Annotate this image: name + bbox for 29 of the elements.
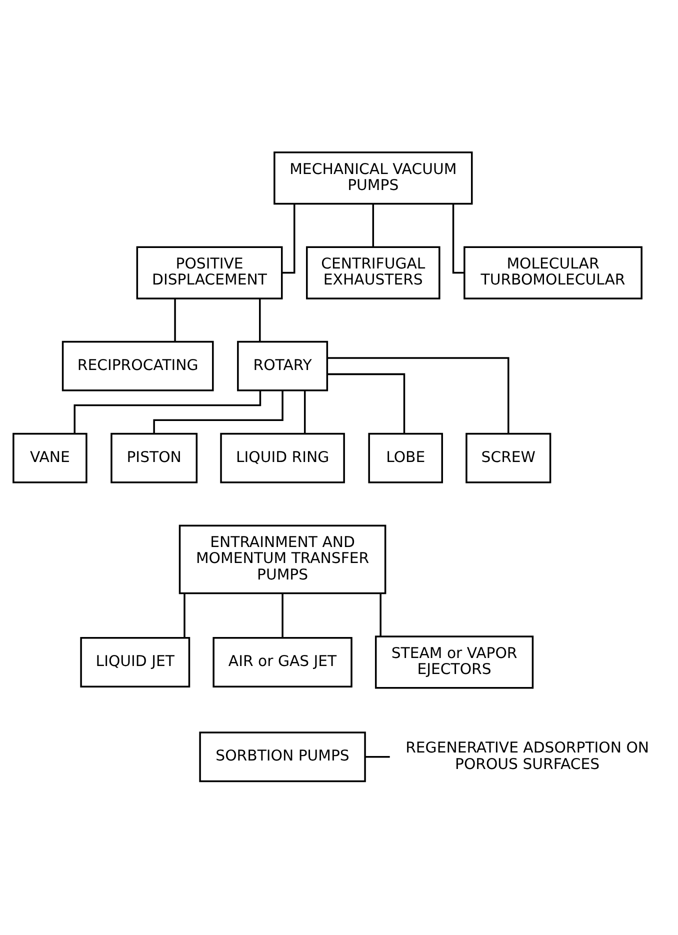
node-box: CENTRIFUGAL EXHAUSTERS	[306, 246, 440, 300]
node-box: ROTARY	[237, 340, 328, 392]
node-box: PISTON	[110, 432, 198, 484]
connector	[327, 373, 406, 434]
node-box: VANE	[12, 432, 88, 484]
node-box: RECIPROCATING	[62, 340, 214, 392]
connector	[328, 357, 510, 434]
node-box: LIQUID JET	[80, 637, 190, 688]
connector	[184, 594, 186, 638]
node-text: REGENERATIVE ADSORPTION ON POROUS SURFACES	[406, 738, 650, 773]
node-box: AIR or GAS JET	[212, 637, 352, 688]
connector	[372, 204, 374, 247]
connector	[282, 594, 284, 638]
node-box: SORBTION PUMPS	[199, 732, 366, 782]
node-box: LOBE	[368, 432, 443, 484]
node-box: LIQUID RING	[220, 432, 345, 484]
connector	[282, 204, 296, 274]
connector	[174, 298, 176, 342]
node-box: POSITIVE DISPLACEMENT	[136, 246, 283, 300]
connector	[365, 756, 390, 758]
node-box: MECHANICAL VACUUM PUMPS	[274, 152, 473, 205]
node-box: STEAM or VAPOR EJECTORS	[374, 636, 534, 689]
connector	[380, 594, 382, 636]
connector	[259, 298, 261, 342]
connector	[452, 204, 464, 274]
connector	[304, 390, 306, 434]
node-box: MOLECULAR TURBOMOLECULAR	[464, 246, 642, 300]
node-box: SCREW	[466, 432, 552, 484]
node-box: ENTRAINMENT AND MOMENTUM TRANSFER PUMPS	[178, 524, 386, 594]
